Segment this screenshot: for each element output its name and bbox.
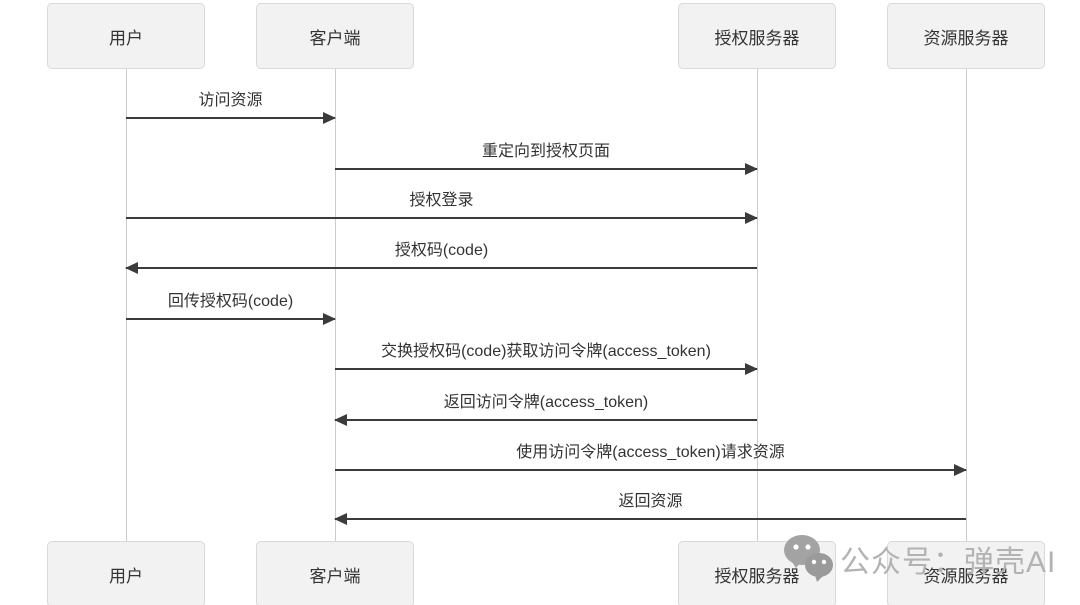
- message-request-resource-with-token: 使用访问令牌(access_token)请求资源: [335, 444, 967, 476]
- message-exchange-code-for-token: 交换授权码(code)获取访问令牌(access_token): [335, 343, 758, 375]
- arrowhead-icon: [334, 414, 347, 426]
- message-redirect-auth-page: 重定向到授权页面: [335, 143, 758, 175]
- message-arrow: [125, 262, 757, 274]
- message-label: 返回访问令牌(access_token): [443, 394, 649, 411]
- message-label: 重定向到授权页面: [481, 143, 610, 160]
- arrowhead-icon: [745, 363, 758, 375]
- message-label: 交换授权码(code)获取访问令牌(access_token): [381, 343, 711, 360]
- actor-label-auth-server: 授权服务器: [714, 566, 800, 586]
- message-arrow: [126, 212, 758, 224]
- message-label: 返回资源: [618, 493, 683, 510]
- message-label: 授权登录: [409, 192, 474, 209]
- message-arrow: [334, 513, 966, 525]
- message-arrow: [334, 414, 757, 426]
- actor-box-user-bottom: 用户: [47, 541, 205, 605]
- arrowhead-icon: [745, 163, 758, 175]
- message-auth-login: 授权登录: [126, 192, 758, 224]
- actor-box-auth-server-top: 授权服务器: [678, 3, 836, 69]
- actor-label-client: 客户端: [309, 28, 361, 48]
- actor-box-user-top: 用户: [47, 3, 205, 69]
- message-label: 回传授权码(code): [167, 293, 294, 310]
- actor-box-resource-server-bottom: 资源服务器: [887, 541, 1045, 605]
- actor-box-resource-server-top: 资源服务器: [887, 3, 1045, 69]
- lifeline-user: [126, 69, 127, 541]
- message-return-auth-code: 回传授权码(code): [126, 293, 336, 325]
- message-arrow: [335, 163, 758, 175]
- arrowhead-icon: [323, 313, 336, 325]
- lifeline-auth-server: [757, 69, 758, 541]
- message-label: 访问资源: [198, 92, 263, 109]
- actor-label-auth-server: 授权服务器: [714, 28, 800, 48]
- actor-box-client-top: 客户端: [256, 3, 414, 69]
- message-return-resource: 返回资源: [334, 493, 966, 525]
- actor-label-resource-server: 资源服务器: [923, 566, 1009, 586]
- message-access-resource: 访问资源: [126, 92, 336, 124]
- lifeline-resource-server: [966, 69, 967, 541]
- message-arrow: [126, 112, 336, 124]
- message-return-access-token: 返回访问令牌(access_token): [334, 394, 757, 426]
- arrowhead-icon: [125, 262, 138, 274]
- actor-label-user: 用户: [109, 28, 143, 48]
- arrowhead-icon: [334, 513, 347, 525]
- actor-label-client: 客户端: [309, 566, 361, 586]
- message-arrow: [335, 363, 758, 375]
- message-auth-code: 授权码(code): [125, 242, 757, 274]
- arrowhead-icon: [323, 112, 336, 124]
- message-arrow: [126, 313, 336, 325]
- lifeline-client: [335, 69, 336, 541]
- actor-box-auth-server-bottom: 授权服务器: [678, 541, 836, 605]
- arrowhead-icon: [954, 464, 967, 476]
- arrowhead-icon: [745, 212, 758, 224]
- message-label: 授权码(code): [394, 242, 489, 259]
- message-arrow: [335, 464, 967, 476]
- actor-box-client-bottom: 客户端: [256, 541, 414, 605]
- actor-label-resource-server: 资源服务器: [923, 28, 1009, 48]
- message-label: 使用访问令牌(access_token)请求资源: [516, 444, 785, 461]
- actor-label-user: 用户: [109, 566, 143, 586]
